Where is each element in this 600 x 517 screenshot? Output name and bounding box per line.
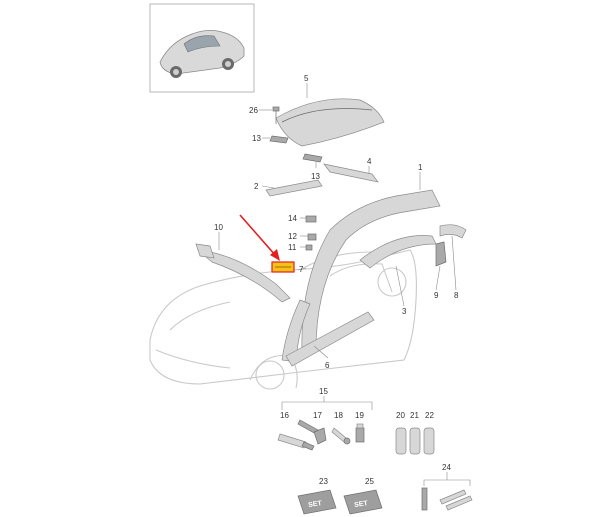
leader-lines [218, 83, 457, 359]
callout-16[interactable]: 16 [280, 411, 289, 420]
callout-22[interactable]: 22 [425, 411, 434, 420]
callout-10[interactable]: 10 [214, 223, 223, 232]
part-21-can[interactable] [409, 427, 421, 455]
part-25-set-box[interactable]: SET [343, 489, 383, 515]
windscreen-frame[interactable] [195, 243, 291, 303]
callout-3[interactable]: 3 [402, 307, 407, 316]
set-label-23: SET [308, 500, 323, 509]
callout-26[interactable]: 26 [249, 106, 258, 115]
roof-panel[interactable] [275, 98, 385, 147]
callout-6[interactable]: 6 [325, 361, 330, 370]
callout-4[interactable]: 4 [367, 157, 372, 166]
callout-25[interactable]: 25 [365, 477, 374, 486]
callout-20[interactable]: 20 [396, 411, 405, 420]
callout-23[interactable]: 23 [319, 477, 328, 486]
bolt-26[interactable] [272, 106, 280, 124]
part-22-can[interactable] [423, 427, 435, 455]
part-23-set-box[interactable]: SET [297, 489, 337, 515]
set-label-25: SET [354, 500, 369, 509]
callout-labels: 5 26 13 13 4 2 1 14 12 11 10 7 9 8 3 6 1… [214, 74, 459, 486]
callout-12[interactable]: 12 [288, 232, 297, 241]
callout-13-upper[interactable]: 13 [252, 134, 261, 143]
fastener-14[interactable] [305, 215, 317, 223]
a-pillar-frame[interactable] [281, 189, 441, 367]
callout-1[interactable]: 1 [418, 163, 423, 172]
fastener-12[interactable] [307, 233, 317, 241]
part-24-tools[interactable] [421, 472, 473, 511]
roof-rail-right[interactable] [323, 163, 379, 183]
callout-17[interactable]: 17 [313, 411, 322, 420]
callout-11[interactable]: 11 [288, 243, 297, 252]
callout-24[interactable]: 24 [442, 463, 451, 472]
callout-15[interactable]: 15 [319, 387, 328, 396]
bracket-upper[interactable] [269, 135, 289, 144]
callout-18[interactable]: 18 [334, 411, 343, 420]
kit-group-15 [281, 396, 373, 410]
callout-14[interactable]: 14 [288, 214, 297, 223]
part-18-nozzle[interactable] [331, 427, 351, 445]
thumbnail-car[interactable] [149, 3, 255, 93]
callout-7[interactable]: 7 [299, 265, 304, 274]
bracket-9[interactable] [435, 241, 447, 267]
highlighted-part-7[interactable] [271, 261, 295, 273]
callout-8[interactable]: 8 [454, 291, 459, 300]
rear-trim[interactable] [439, 224, 467, 239]
callout-21[interactable]: 21 [410, 411, 419, 420]
callout-19[interactable]: 19 [355, 411, 364, 420]
callout-5[interactable]: 5 [304, 74, 309, 83]
wheel-arch-panel[interactable] [359, 235, 437, 269]
bracket-lower[interactable] [302, 153, 323, 163]
part-20-can[interactable] [395, 427, 407, 455]
callout-13-lower[interactable]: 13 [311, 172, 320, 181]
roof-rail-left[interactable] [265, 179, 323, 197]
callout-2[interactable]: 2 [254, 182, 259, 191]
part-19-cartridge[interactable] [355, 423, 365, 443]
fastener-11[interactable] [305, 244, 313, 251]
part-16-tube[interactable] [277, 433, 315, 451]
callout-9[interactable]: 9 [434, 291, 439, 300]
red-pointer-arrow [239, 214, 280, 261]
part-17-applicator[interactable] [297, 419, 327, 445]
